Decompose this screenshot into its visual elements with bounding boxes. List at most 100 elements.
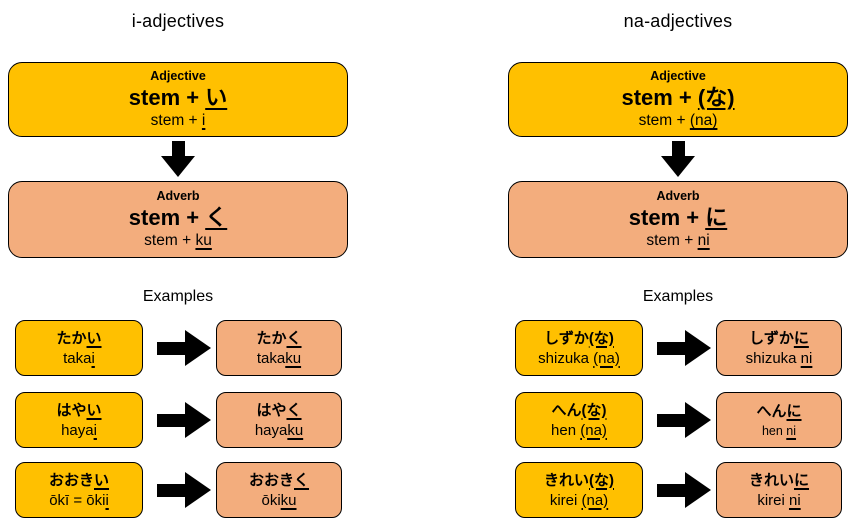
i-adverb-rule-box: Adverb stem + く stem + ku xyxy=(8,181,348,258)
kana-suffix-underlined: く xyxy=(286,329,302,347)
example-romaji: ōkiku xyxy=(261,491,296,511)
kana-stem-text: stem + xyxy=(128,85,206,110)
adjective-kana-rule: stem + (な) xyxy=(621,84,734,111)
kana-base: はや xyxy=(56,401,87,419)
romaji-suffix-underlined: ku xyxy=(285,349,302,367)
right-arrow-icon xyxy=(657,472,713,508)
romaji-suffix-underlined: (na) xyxy=(580,421,607,439)
example-source-box: たかい takai xyxy=(15,320,143,376)
romaji-base: hen xyxy=(761,423,787,438)
kana-suffix-underlined: に xyxy=(705,205,728,230)
kana-suffix-underlined: に xyxy=(793,329,809,347)
kana-suffix-underlined: い xyxy=(86,329,102,347)
kana-suffix-underlined: い xyxy=(86,401,102,419)
example-romaji: hen (na) xyxy=(551,421,607,441)
example-kana: へんに xyxy=(756,401,801,422)
right-arrow-stem xyxy=(157,483,185,497)
right-arrow-head xyxy=(185,472,211,508)
kana-suffix-underlined: く xyxy=(294,471,310,489)
kana-base: たか xyxy=(256,329,287,347)
adverb-kana-rule: stem + に xyxy=(629,204,727,231)
right-arrow-stem xyxy=(157,341,185,355)
adjective-heading: Adjective xyxy=(650,69,706,83)
adverb-romaji-rule: stem + ni xyxy=(646,231,709,250)
example-row-ookii: おおきい ōkī = ōkii おおきく ōkiku xyxy=(0,462,357,518)
romaji-suffix-underlined: (na) xyxy=(593,349,620,367)
romaji-suffix-underlined: i xyxy=(201,112,206,129)
kana-base: おおき xyxy=(48,471,94,489)
kana-suffix-underlined: (な) xyxy=(697,85,735,110)
kana-stem-text: stem + xyxy=(621,85,698,110)
romaji-suffix-underlined: (na) xyxy=(581,491,609,509)
romaji-base: haya xyxy=(254,421,288,439)
kana-suffix-underlined: (な) xyxy=(581,401,607,419)
romaji-suffix-underlined: ku xyxy=(287,421,304,439)
i-adjective-rule-box: Adjective stem + い stem + i xyxy=(8,62,348,137)
example-result-box: へんに hen ni xyxy=(716,392,842,448)
example-result-box: しずかに shizuka ni xyxy=(716,320,842,376)
down-arrow-head xyxy=(661,156,695,177)
right-arrow-icon xyxy=(657,330,713,366)
example-row-hayai: はやい hayai はやく hayaku xyxy=(0,392,357,448)
romaji-base: haya xyxy=(61,421,94,439)
kana-base: おおき xyxy=(248,471,294,489)
right-arrow-icon xyxy=(657,402,713,438)
romaji-base: ōkī = ōki xyxy=(49,491,106,509)
example-result-box: たかく takaku xyxy=(216,320,342,376)
right-arrow-icon xyxy=(157,472,213,508)
romaji-suffix-underlined: ni xyxy=(697,232,710,249)
romaji-base: shizuka xyxy=(745,349,801,367)
kana-stem-text: stem + xyxy=(128,205,206,230)
down-arrow-head xyxy=(161,156,195,177)
example-result-box: おおきく ōkiku xyxy=(216,462,342,518)
romaji-suffix-underlined: (na) xyxy=(689,112,718,129)
adverb-kana-rule: stem + く xyxy=(129,204,227,231)
example-source-box: きれい(な) kirei (na) xyxy=(515,462,643,518)
kana-base: しずか xyxy=(749,329,794,347)
romaji-stem-text: stem + xyxy=(638,112,690,129)
romaji-base: hen xyxy=(551,421,581,439)
example-kana: たかい xyxy=(56,328,101,349)
example-kana: きれい(な) xyxy=(544,470,614,491)
example-kana: おおきい xyxy=(49,470,109,491)
right-arrow-icon xyxy=(157,330,213,366)
examples-heading: Examples xyxy=(142,288,214,305)
example-source-box: へん(な) hen (na) xyxy=(515,392,643,448)
adverb-heading: Adverb xyxy=(156,189,200,203)
example-romaji: hen ni xyxy=(762,422,796,440)
example-source-box: はやい hayai xyxy=(15,392,143,448)
adjective-heading: Adjective xyxy=(150,69,206,83)
romaji-suffix-underlined: i xyxy=(91,349,95,367)
example-source-box: おおきい ōkī = ōkii xyxy=(15,462,143,518)
na-adverb-rule-box: Adverb stem + に stem + ni xyxy=(508,181,848,258)
right-arrow-stem xyxy=(657,341,685,355)
example-kana: おおきく xyxy=(249,470,309,491)
example-romaji: takai xyxy=(63,349,95,369)
right-arrow-stem xyxy=(657,483,685,497)
kana-stem-text: stem + xyxy=(628,205,706,230)
kana-base: はや xyxy=(256,401,287,419)
right-arrow-head xyxy=(685,402,711,438)
kana-base: しずか xyxy=(544,329,589,347)
example-row-takai: たかい takai たかく takaku xyxy=(0,320,357,376)
i-adjectives-column: i-adjectives Adjective stem + い stem + i… xyxy=(0,0,357,530)
column-title-i-adjectives: i-adjectives xyxy=(131,11,225,31)
right-arrow-stem xyxy=(157,413,185,427)
column-title-na-adjectives: na-adjectives xyxy=(623,11,733,31)
romaji-suffix-underlined: ku xyxy=(280,491,297,509)
example-romaji: hayaku xyxy=(255,421,303,441)
down-arrow-icon xyxy=(8,141,348,179)
romaji-suffix-underlined: ni xyxy=(800,349,813,367)
right-arrow-head xyxy=(185,330,211,366)
romaji-base: ōki xyxy=(261,491,281,509)
example-row-kirei: きれい(な) kirei (na) きれいに kirei ni xyxy=(500,462,857,518)
example-kana: きれいに xyxy=(749,470,809,491)
right-arrow-stem xyxy=(657,413,685,427)
down-arrow-stem xyxy=(171,141,185,156)
romaji-suffix-underlined: ku xyxy=(195,232,212,249)
example-romaji: kirei (na) xyxy=(550,491,608,511)
example-result-box: きれいに kirei ni xyxy=(716,462,842,518)
romaji-suffix-underlined: ni xyxy=(786,423,797,438)
example-kana: はやく xyxy=(256,400,301,421)
